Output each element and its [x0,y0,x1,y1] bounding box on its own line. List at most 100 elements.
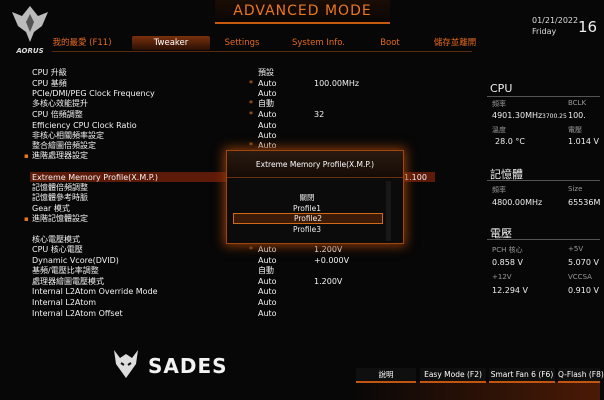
aorus-logo: AORUS [8,2,52,60]
tab-tweaker[interactable]: Tweaker [132,36,210,50]
tab-save-exit[interactable]: 儲存並離開 [433,38,477,48]
popup-option-disabled[interactable]: 關閉 [299,193,315,202]
setting-value[interactable]: Auto [258,287,277,296]
setting-value[interactable]: Auto [258,298,277,307]
wolf-icon [114,350,138,378]
setting-label[interactable]: 處理器繪圖電壓模式 [32,277,104,286]
cpu-temp-label: 溫度 [492,126,506,134]
vccsa-label: VCCSA [568,273,592,281]
mem-size-label: Size [568,185,583,193]
date-text: 01/21/2022 [532,16,579,25]
popup-option-profile2[interactable]: Profile2 [233,213,383,224]
tab-favorites[interactable]: 我的最愛 (F11) [52,38,112,48]
p12v-label: +12V [492,273,512,281]
logo-text: AORUS [16,47,44,55]
setting-value[interactable]: Auto [258,309,277,318]
setting-current-value: 1.200V [314,245,343,254]
tab-system-info[interactable]: System Info. [291,38,346,48]
popup-option-profile3[interactable]: Profile3 [292,225,322,234]
setting-current-value: +0.000V [314,256,350,265]
popup-scrollbar[interactable] [386,181,391,241]
easy-mode-button[interactable]: Easy Mode (F2) [420,368,486,383]
setting-value[interactable]: Auto [258,89,277,98]
setting-label[interactable]: 非核心相關頻率設定 [32,131,104,140]
setting-value[interactable]: Auto [258,79,277,88]
setting-value[interactable]: Auto [258,110,277,119]
modified-star-icon: * [249,110,253,119]
eagle-icon [12,6,48,42]
p5v-label: +5V [568,245,584,253]
setting-label[interactable]: 進階處理器設定 [32,151,88,160]
setting-label[interactable]: CPU 核心電壓 [32,245,83,254]
cpu-volt-label: 電壓 [568,126,582,134]
title-bar: ADVANCED MODE [215,0,390,24]
pch-value: 0.858 V [492,258,523,267]
popup-option-profile1[interactable]: Profile1 [292,204,322,213]
setting-label[interactable]: Internal L2Atom Override Mode [32,287,158,296]
cpu-divider [487,96,600,97]
voltage-divider [487,239,600,240]
setting-value[interactable]: Auto [258,121,277,130]
cpu-temp-value: 28.0 °C [495,137,525,146]
modified-star-icon: * [249,99,253,108]
setting-label[interactable]: 基頻/電壓比率調整 [32,266,99,275]
setting-label[interactable]: 整合繪圖倍頻設定 [32,141,96,150]
setting-label[interactable]: 核心電壓模式 [32,235,80,244]
tab-boot[interactable]: Boot [380,38,400,48]
setting-label[interactable]: CPU 基頻 [32,79,67,88]
setting-value[interactable]: Auto [258,277,277,286]
submenu-bullet-icon: ▪ [24,152,29,160]
tab-bar: 我的最愛 (F11) Tweaker Settings System Info.… [52,36,476,52]
cpu-bclk-value: 100. [568,111,586,120]
help-button[interactable]: 說明 [356,368,416,383]
setting-label[interactable]: 記憶體倍頻調整 [32,183,88,192]
tab-settings[interactable]: Settings [224,38,260,48]
setting-label[interactable]: Efficiency CPU Clock Ratio [32,121,137,130]
popup-title: Extreme Memory Profile(X.M.P.) [255,160,375,169]
p5v-value: 5.070 V [568,258,599,267]
setting-value[interactable]: 預設 [258,68,274,77]
setting-value[interactable]: 自動 [258,99,274,108]
setting-label[interactable]: Internal L2Atom Offset [32,309,123,318]
smart-fan-button[interactable]: Smart Fan 6 (F6) [489,368,555,383]
setting-value[interactable]: Auto [258,131,277,140]
setting-value[interactable]: Auto [258,245,277,254]
setting-current-value: 1.200V [314,277,343,286]
setting-label[interactable]: 記憶體參考時脈 [32,193,88,202]
time-display: 16 [578,18,598,36]
weekday-text: Friday [532,27,557,36]
setting-label[interactable]: 多核心效能提升 [32,99,88,108]
setting-label[interactable]: Dynamic Vcore(DVID) [32,256,119,265]
tab-divider [52,51,472,52]
setting-label[interactable]: Internal L2Atom [32,298,97,307]
modified-star-icon: * [249,79,253,88]
setting-value[interactable]: 自動 [258,266,274,275]
submenu-bullet-icon: ▪ [24,215,29,223]
setting-current-value: 100.00MHz [314,79,360,88]
qflash-button[interactable]: Q-Flash (F8) [558,368,604,383]
setting-label[interactable]: 進階記憶體設定 [32,214,88,223]
setting-current-value: 32 [314,110,325,119]
sades-logo: SADES [108,346,248,382]
setting-label[interactable]: PCIe/DMI/PEG Clock Frequency [32,89,155,98]
setting-label[interactable]: Gear 模式 [32,204,70,213]
mem-freq-label: 頻率 [492,186,506,194]
setting-current-value: 1.100 [404,173,427,182]
p12v-value: 12.294 V [492,286,529,295]
setting-label[interactable]: Extreme Memory Profile(X.M.P.) [32,173,159,182]
xmp-popup: Extreme Memory Profile(X.M.P.) 關閉 Profil… [226,150,404,244]
cpu-volt-value: 1.014 V [568,137,599,146]
modified-star-icon: * [249,141,253,150]
setting-label[interactable]: CPU 升級 [32,68,67,77]
cpu-freq-value: 4901.30MHz [492,111,543,120]
mem-freq-value: 4800.00MHz [492,198,543,207]
setting-label[interactable]: CPU 倍頻調整 [32,110,83,119]
setting-value[interactable]: Auto [258,141,277,150]
popup-header: Extreme Memory Profile(X.M.P.) [227,151,403,178]
setting-value[interactable]: Auto [258,256,277,265]
page-title: ADVANCED MODE [233,3,372,19]
memory-section-title: 記憶體 [490,168,523,181]
memory-divider [487,180,600,181]
voltage-section-title: 電壓 [490,227,512,240]
modified-star-icon: * [249,245,253,254]
